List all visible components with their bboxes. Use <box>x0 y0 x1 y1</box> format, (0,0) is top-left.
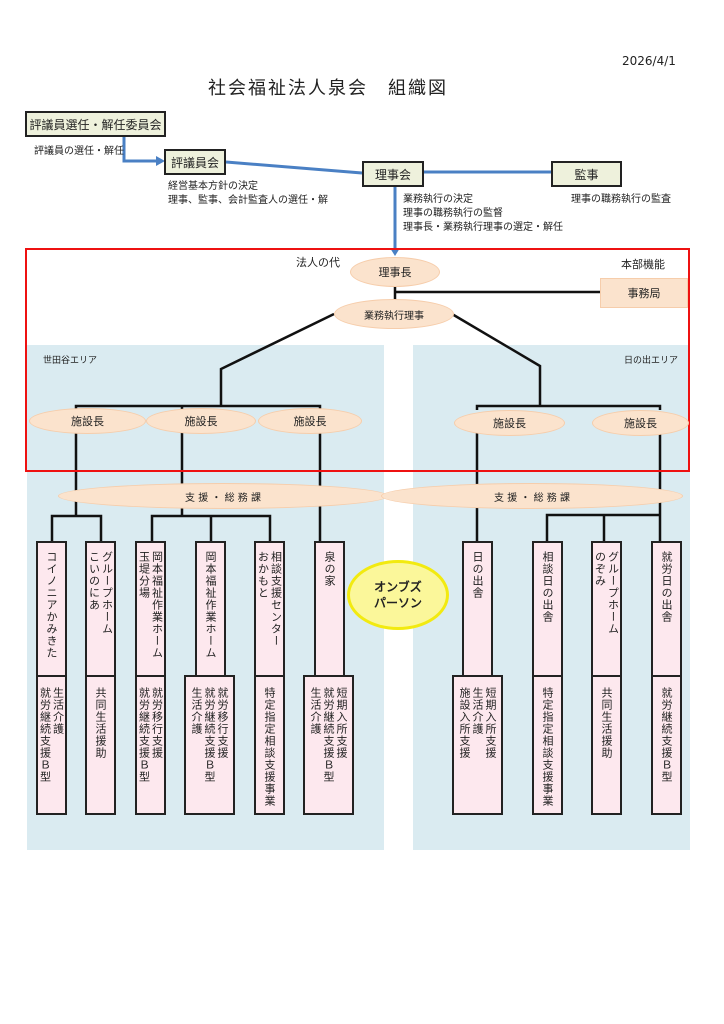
service-okamoto-tamatsutsumi: 就労移行支援 就労継続支援Ｂ型 <box>135 675 166 815</box>
facility-head-setagaya-3: 施設長 <box>258 408 362 434</box>
service-consult-hinodesha: 特定指定相談支援事業 <box>532 675 563 815</box>
service-hinodesha: 短期入所支援 生活介護 施設入所支援 <box>452 675 503 815</box>
councilors-box: 評議員会 <box>164 149 226 175</box>
selection-committee-box: 評議員選任・解任委員会 <box>25 111 166 137</box>
facility-okamoto-tamatsutsumi: 岡本福祉作業ホーム 玉堤分場 <box>135 541 166 677</box>
facility-shuro-hinodesha: 就労日の出舎 <box>651 541 682 677</box>
chairman-node: 理事長 <box>350 257 440 287</box>
auditor-box: 監事 <box>551 161 622 187</box>
facility-consult-hinodesha: 相談日の出舎 <box>532 541 563 677</box>
service-okamoto: 就労移行支援 就労継続支援Ｂ型 生活介護 <box>184 675 235 815</box>
setagaya-area-label: 世田谷エリア <box>43 356 98 366</box>
facility-okamoto: 岡本福祉作業ホーム <box>195 541 226 677</box>
facility-consult-okamoto: 相談支援センター おかもと <box>254 541 285 677</box>
service-izumi-no-ie: 短期入所支援 就労継続支援Ｂ型 生活介護 <box>303 675 354 815</box>
service-koinonia: 生活介護 就労継続支援Ｂ型 <box>36 675 67 815</box>
facility-head-setagaya-1: 施設長 <box>29 408 146 434</box>
corporate-frame <box>25 248 690 472</box>
board-notes: 業務執行の決定 理事の職務執行の監督 理事長・業務執行理事の選定・解任 <box>403 194 563 233</box>
service-gh-koinonia: 共同生活援助 <box>85 675 116 815</box>
ombudsperson-node: オンブズ パーソン <box>347 560 449 630</box>
selection-to-councilors-arrow <box>122 137 156 163</box>
selection-committee-label: 評議員選任・解任委員会 <box>29 117 162 132</box>
hinode-area-label: 日の出エリア <box>624 356 679 366</box>
board-label: 理事会 <box>374 167 411 182</box>
auditor-label: 監事 <box>574 167 599 182</box>
executive-director-node: 業務執行理事 <box>334 299 454 329</box>
representative-label: 法人の代 <box>296 256 340 269</box>
date: 2026/4/1 <box>622 54 676 68</box>
auditor-note: 理事の職務執行の監査 <box>571 194 671 205</box>
facility-koinonia: コイノニアかみきた <box>36 541 67 677</box>
secretariat-box: 事務局 <box>600 278 688 308</box>
councilors-notes: 経営基本方針の決定 理事、監事、会計監査人の選任・解 <box>168 181 328 206</box>
service-shuro-hinodesha: 就労継続支援Ｂ型 <box>651 675 682 815</box>
board-box: 理事会 <box>362 161 424 187</box>
facility-gh-nozomi: グループホーム のぞみ <box>591 541 622 677</box>
page-title: 社会福祉法人泉会 組織図 <box>208 78 448 99</box>
support-section-setagaya: 支 援 ・ 総 務 課 <box>58 483 388 509</box>
service-gh-nozomi: 共同生活援助 <box>591 675 622 815</box>
service-consult-okamoto: 特定指定相談支援事業 <box>254 675 285 815</box>
councilors-to-board-line <box>225 160 363 175</box>
facility-head-hinode-2: 施設長 <box>592 410 689 436</box>
selection-committee-note: 評議員の選任・解任 <box>34 146 124 157</box>
councilors-label: 評議員会 <box>170 155 219 170</box>
facility-head-setagaya-2: 施設長 <box>146 408 256 434</box>
facility-izumi-no-ie: 泉の家 <box>314 541 345 677</box>
facility-gh-koinonia: グループホーム こいのにあ <box>85 541 116 677</box>
headquarters-label: 本部機能 <box>621 258 665 271</box>
support-section-hinode: 支 援 ・ 総 務 課 <box>381 483 683 509</box>
facility-head-hinode-1: 施設長 <box>454 410 565 436</box>
facility-hinodesha: 日の出舎 <box>462 541 493 677</box>
